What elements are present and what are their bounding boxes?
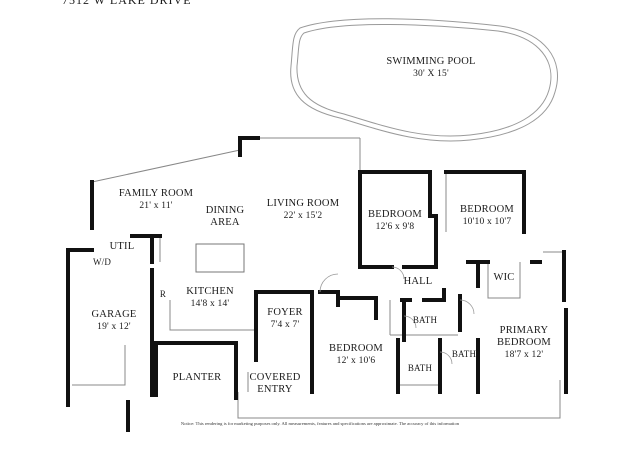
thick-walls [66, 136, 568, 432]
living-room-name: LIVING ROOM [266, 198, 340, 209]
swimming-pool-name: SWIMMING POOL [386, 56, 476, 67]
room-label-garage: GARAGE 19' x 12' [80, 309, 148, 333]
room-label-kitchen: KITCHEN 14'8 x 14' [176, 286, 244, 310]
bedroom-3-dims: 12' x 10'6 [336, 356, 376, 366]
room-label-family-room: FAMILY ROOM 21' x 11' [106, 188, 206, 212]
primary-bedroom-line1: PRIMARY [499, 325, 549, 336]
covered-entry-line1: COVERED [249, 372, 301, 383]
primary-bedroom-dims: 18'7 x 12' [504, 350, 544, 360]
kitchen-dims: 14'8 x 14' [190, 299, 230, 309]
pool-outline [290, 18, 559, 142]
room-label-bedroom-3: BEDROOM 12' x 10'6 [320, 343, 392, 367]
room-label-planter: PLANTER [166, 372, 228, 384]
room-label-wd: W/D [88, 256, 116, 268]
thin-walls [72, 137, 566, 419]
r-name: R [159, 289, 167, 299]
room-label-util: UTIL [104, 241, 140, 253]
room-label-dining-area: DINING AREA [190, 205, 260, 229]
foyer-name: FOYER [267, 307, 303, 318]
primary-bedroom-line2: BEDROOM [497, 337, 551, 348]
foyer-dims: 7'4 x 7' [270, 320, 300, 330]
room-label-bedroom-1: BEDROOM 12'6 x 9'8 [357, 209, 433, 233]
bedroom-2-name: BEDROOM [460, 204, 514, 215]
dining-area-line1: DINING [205, 205, 245, 216]
living-room-dims: 22' x 15'2 [283, 211, 323, 221]
room-label-r: R [156, 288, 170, 300]
room-label-swimming-pool: SWIMMING POOL 30' X 15' [376, 56, 486, 80]
room-label-foyer: FOYER 7'4 x 7' [262, 307, 308, 331]
kitchen-name: KITCHEN [186, 286, 234, 297]
room-label-covered-entry: COVERED ENTRY [244, 372, 306, 396]
bedroom-1-dims: 12'6 x 9'8 [375, 222, 415, 232]
bedroom-1-name: BEDROOM [368, 209, 422, 220]
room-label-bath-1: BATH [408, 314, 442, 326]
bath-2-name: BATH [451, 349, 477, 359]
hall-name: HALL [403, 276, 433, 287]
garage-name: GARAGE [91, 309, 137, 320]
kitchen-island [195, 243, 245, 273]
util-name: UTIL [109, 241, 135, 252]
property-address: 7512 W LAKE DRIVE [62, 0, 192, 7]
room-label-bedroom-2: BEDROOM 10'10 x 10'7 [447, 204, 527, 228]
bath-3-name: BATH [407, 363, 433, 373]
wic-name: WIC [493, 272, 515, 283]
room-label-hall: HALL [398, 276, 438, 288]
room-label-living-room: LIVING ROOM 22' x 15'2 [253, 198, 353, 222]
room-label-primary-bedroom: PRIMARY BEDROOM 18'7 x 12' [484, 325, 564, 361]
family-room-name: FAMILY ROOM [118, 188, 194, 199]
disclaimer-notice: Notice: This rendering is for marketing … [180, 421, 460, 426]
room-label-bath-3: BATH [402, 362, 438, 374]
wd-name: W/D [92, 257, 112, 267]
family-room-dims: 21' x 11' [139, 201, 173, 211]
bedroom-3-name: BEDROOM [329, 343, 383, 354]
planter-name: PLANTER [172, 372, 222, 383]
swimming-pool-dims: 30' X 15' [413, 69, 449, 79]
bath-1-name: BATH [412, 315, 438, 325]
room-label-wic: WIC [486, 272, 522, 284]
bedroom-2-dims: 10'10 x 10'7 [462, 217, 512, 227]
garage-dims: 19' x 12' [97, 322, 131, 332]
covered-entry-line2: ENTRY [257, 384, 293, 395]
dining-area-line2: AREA [210, 217, 240, 228]
door-swings [319, 266, 475, 365]
room-label-bath-2: BATH [446, 348, 482, 360]
